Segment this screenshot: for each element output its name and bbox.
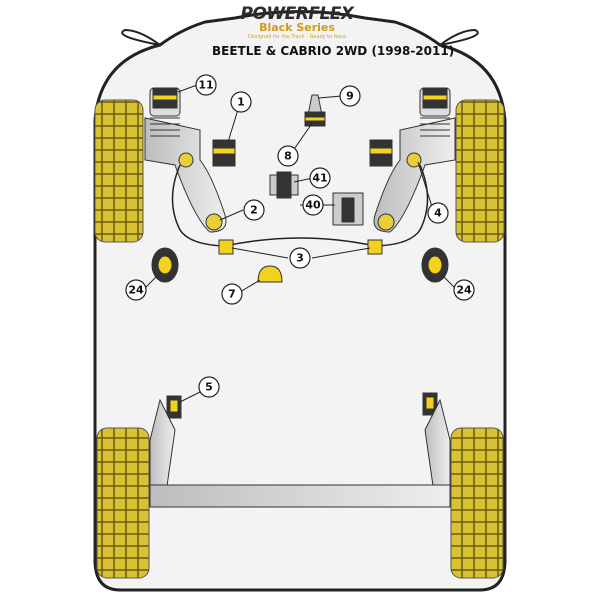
brand-logo: POWERFLEX Black Series Designed for the … [238, 4, 356, 40]
svg-text:1: 1 [237, 96, 245, 109]
svg-text:7: 7 [228, 288, 236, 301]
callout-3[interactable]: 3 [289, 247, 311, 269]
svg-text:11: 11 [198, 79, 213, 92]
callout-1[interactable]: 1 [230, 91, 252, 113]
callout-41[interactable]: 41 [309, 167, 331, 189]
callout-4[interactable]: 4 [427, 202, 449, 224]
svg-text:24: 24 [456, 284, 472, 297]
front-right-wishbone [373, 117, 456, 233]
rear-torsion-beam [149, 484, 451, 508]
callout-5[interactable]: 5 [198, 376, 220, 398]
diagram-title: BEETLE & CABRIO 2WD (1998-2011) [212, 44, 455, 58]
svg-text:9: 9 [346, 90, 354, 103]
callout-24-right[interactable]: 24 [453, 279, 475, 301]
anti-roll-bar [171, 164, 429, 247]
svg-text:40: 40 [305, 199, 321, 212]
svg-text:8: 8 [284, 150, 292, 163]
brand-tagline: Designed for the Track – Ready to Race [247, 34, 347, 40]
callout-11[interactable]: 11 [195, 74, 217, 96]
tyre-rear-left [96, 427, 150, 579]
svg-text:2: 2 [250, 204, 258, 217]
brand-name: POWERFLEX [240, 4, 354, 24]
callout-9[interactable]: 9 [339, 85, 361, 107]
callout-40[interactable]: 40 [302, 194, 324, 216]
svg-text:41: 41 [312, 172, 327, 185]
svg-text:5: 5 [205, 381, 213, 394]
bushes [151, 87, 449, 419]
tyre-front-right [455, 99, 505, 243]
callout-2[interactable]: 2 [243, 199, 265, 221]
front-left-wishbone [144, 117, 227, 233]
callout-7[interactable]: 7 [221, 283, 243, 305]
brand-series: Black Series [259, 21, 335, 34]
svg-text:24: 24 [128, 284, 144, 297]
tyre-front-left [94, 99, 144, 243]
svg-text:3: 3 [296, 252, 304, 265]
tyre-rear-right [450, 427, 504, 579]
callout-8[interactable]: 8 [277, 145, 299, 167]
callout-24-left[interactable]: 24 [125, 279, 147, 301]
svg-text:4: 4 [434, 207, 442, 220]
